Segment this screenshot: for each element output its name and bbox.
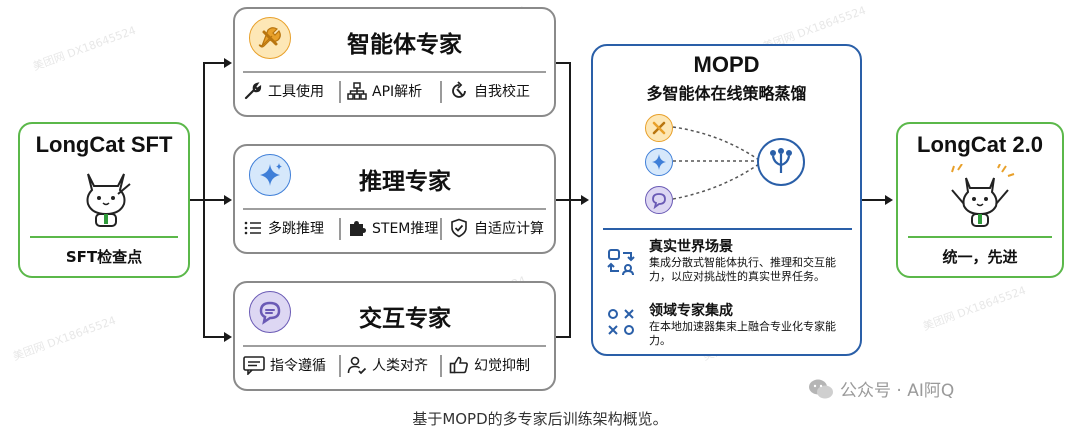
expert-divider: [243, 345, 546, 347]
thumbs-up-icon: [449, 356, 468, 374]
feature-api-parse: API解析: [347, 81, 422, 101]
self-correct-icon: [452, 81, 466, 98]
watermark: 美团网 DX18645524: [11, 313, 118, 364]
agent-mini-icon: [645, 114, 673, 142]
domain-desc: 在本地加速器集束上融合专业化专家能力。: [649, 320, 836, 347]
cat-celebrate-icon: [951, 164, 1015, 227]
output-title: LongCat 2.0: [917, 132, 1043, 157]
feature-label: STEM推理: [372, 221, 439, 237]
hierarchy-icon: [347, 82, 367, 100]
brand-watermark: 公众号 · AI阿Q: [808, 376, 954, 401]
distill-dotted-lines: [672, 126, 760, 200]
feature-tool-use: 工具使用: [243, 81, 324, 101]
arrow-head: [224, 332, 232, 342]
mopd-title: MOPD: [693, 52, 760, 77]
interaction-expert-icon: [249, 291, 291, 333]
watermark: 美团网 DX18645524: [31, 23, 138, 74]
real-world-heading: 真实世界场景: [649, 239, 733, 255]
mopd-divider: [603, 228, 852, 230]
feature-label: 自我校正: [474, 84, 530, 100]
connector-line: [556, 336, 570, 338]
arrow-head: [224, 58, 232, 68]
reasoning-mini-icon: [645, 148, 673, 176]
list-icon: [244, 221, 261, 235]
feature-separator: [440, 355, 442, 377]
feature-label: 自适应计算: [474, 221, 544, 237]
sft-subtitle: SFT检查点: [65, 248, 143, 266]
output-divider: [908, 236, 1052, 238]
feature-self-correct: 自我校正: [449, 81, 530, 101]
wrench-icon: [244, 82, 262, 100]
feature-human-align: 人类对齐: [347, 355, 428, 375]
interaction-mini-icon: [645, 186, 673, 214]
merge-node-icon: [757, 138, 805, 186]
feature-separator: [339, 355, 341, 377]
feature-label: 工具使用: [268, 84, 324, 100]
user-check-icon: [347, 356, 367, 375]
arrow-head: [581, 195, 589, 205]
feature-hallucination: 幻觉抑制: [449, 355, 530, 375]
mopd-subtitle: 多智能体在线策略蒸馏: [646, 84, 807, 103]
output-subtitle: 统一，先进: [942, 248, 1018, 266]
feature-label: 人类对齐: [372, 358, 428, 374]
agent-expert-title: 智能体专家: [347, 32, 462, 58]
connector-line: [190, 199, 204, 201]
connector-line: [556, 199, 570, 201]
output-box: LongCat 2.0 统一，先进: [896, 122, 1064, 278]
domain-grid-icon: [608, 309, 634, 335]
sft-divider: [30, 236, 178, 238]
domain-heading: 领域专家集成: [649, 303, 733, 319]
feature-separator: [440, 218, 442, 240]
brand-text: 公众号 · AI阿Q: [840, 381, 955, 401]
real-world-desc: 集成分散式智能体执行、推理和交互能力，以应对挑战性的真实世界任务。: [649, 256, 836, 283]
feature-separator: [339, 81, 341, 103]
wechat-icon: [809, 379, 833, 398]
agent-expert-box: 智能体专家 工具使用 API解析 自我校正: [233, 7, 556, 117]
message-icon: [243, 356, 265, 375]
sft-box: LongCat SFT SFT检查点: [18, 122, 190, 278]
arrow-head: [224, 195, 232, 205]
expert-divider: [243, 71, 546, 73]
arrow-head: [885, 195, 893, 205]
feature-stem: STEM推理: [347, 218, 438, 238]
connector-line: [203, 62, 225, 64]
reasoning-expert-icon: [249, 154, 291, 196]
feature-label: 幻觉抑制: [474, 358, 530, 374]
agent-expert-icon: [249, 17, 291, 59]
mopd-box: MOPD 多智能体在线策略蒸馏 真实世界场景 集成分散式智能体执行、推理和交互能…: [591, 44, 862, 356]
cat-mascot-icon: [86, 173, 131, 227]
feature-adaptive-compute: 自适应计算: [449, 218, 544, 238]
reasoning-expert-box: 推理专家 多跳推理 STEM推理 自适应计算: [233, 144, 556, 254]
puzzle-icon: [350, 221, 366, 236]
feature-separator: [440, 81, 442, 103]
expert-divider: [243, 208, 546, 210]
connector-line: [203, 336, 225, 338]
interaction-expert-box: 交互专家 指令遵循 人类对齐 幻觉抑制: [233, 281, 556, 391]
sft-title: LongCat SFT: [35, 132, 173, 157]
feature-multi-hop: 多跳推理: [243, 218, 324, 238]
shield-check-icon: [451, 218, 467, 238]
interaction-expert-title: 交互专家: [359, 306, 451, 332]
feature-label: 指令遵循: [270, 358, 326, 374]
watermark: 美团网 DX18645524: [921, 283, 1028, 334]
figure-caption: 基于MOPD的多专家后训练架构概览。: [412, 410, 668, 428]
connector-line: [862, 199, 886, 201]
transfer-icon: [607, 249, 635, 276]
reasoning-expert-title: 推理专家: [359, 169, 451, 195]
feature-label: API解析: [372, 84, 423, 100]
connector-line: [569, 199, 583, 201]
connector-line: [203, 199, 225, 201]
feature-instruction-follow: 指令遵循: [243, 355, 326, 375]
feature-separator: [339, 218, 341, 240]
feature-label: 多跳推理: [268, 221, 324, 237]
connector-line: [556, 62, 570, 64]
